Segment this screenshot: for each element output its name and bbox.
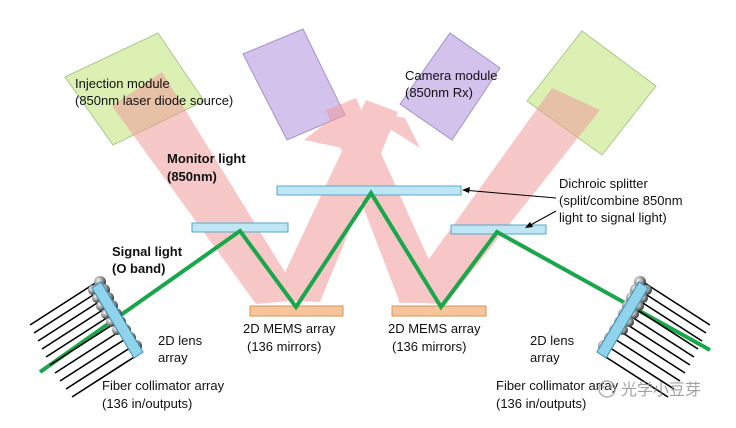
fiber-array-right (597, 279, 711, 398)
injection-module-sublabel: (850nm laser diode source) (75, 93, 233, 108)
signal-light-label: Signal light (112, 244, 183, 259)
arrow-head-right (360, 110, 420, 148)
signal-light-path (38, 189, 711, 374)
lens-left-sublabel: array (158, 350, 188, 365)
lens-array-left (91, 281, 144, 359)
lens-right-label: 2D lens (530, 333, 575, 348)
fiber-array-left (29, 279, 143, 398)
camera-module (399, 32, 501, 141)
monitor-light-beams (112, 72, 600, 304)
monitor-light-sublabel: (850nm) (167, 169, 217, 184)
mems-left-label: 2D MEMS array (243, 321, 336, 336)
beam-right-up (326, 98, 448, 303)
fiber-right-sublabel: (136 in/outputs) (496, 396, 586, 411)
watermark-logo-icon (598, 380, 616, 398)
camera-module-sublabel: (850nm Rx) (405, 85, 473, 100)
lens-left-label: 2D lens (158, 333, 203, 348)
callout-dichroic-right (526, 210, 557, 228)
dichroic-splitter-sublabel-2: light to signal light) (559, 210, 667, 225)
fiber-left-label: Fiber collimator array (102, 378, 225, 393)
dichroic-splitter-sublabel-1: (split/combine 850nm (559, 193, 683, 208)
dichroic-splitter-label: Dichroic splitter (559, 176, 649, 191)
watermark: 光学小豆芽 (598, 380, 701, 399)
signal-light-sublabel: (O band) (112, 261, 165, 276)
mems-right-sublabel: (136 mirrors) (392, 339, 466, 354)
beam-injection-right (398, 88, 600, 304)
beam-injection-left (112, 72, 302, 304)
callout-arrowhead-center (462, 187, 470, 193)
lens-array-right (596, 281, 649, 359)
fiber-left-sublabel: (136 in/outputs) (102, 396, 192, 411)
callout-arrowhead-right (525, 222, 533, 228)
watermark-text: 光学小豆芽 (621, 381, 701, 399)
monitor-light-label: Monitor light (167, 151, 246, 166)
lens-right-sublabel: array (530, 350, 560, 365)
injection-module-label: Injection module (75, 76, 170, 91)
camera-module-label: Camera module (405, 68, 498, 83)
mems-right-label: 2D MEMS array (388, 321, 481, 336)
fiber-right-label: Fiber collimator array (496, 378, 619, 393)
mems-left-sublabel: (136 mirrors) (247, 339, 321, 354)
callout-dichroic-center (462, 189, 557, 199)
